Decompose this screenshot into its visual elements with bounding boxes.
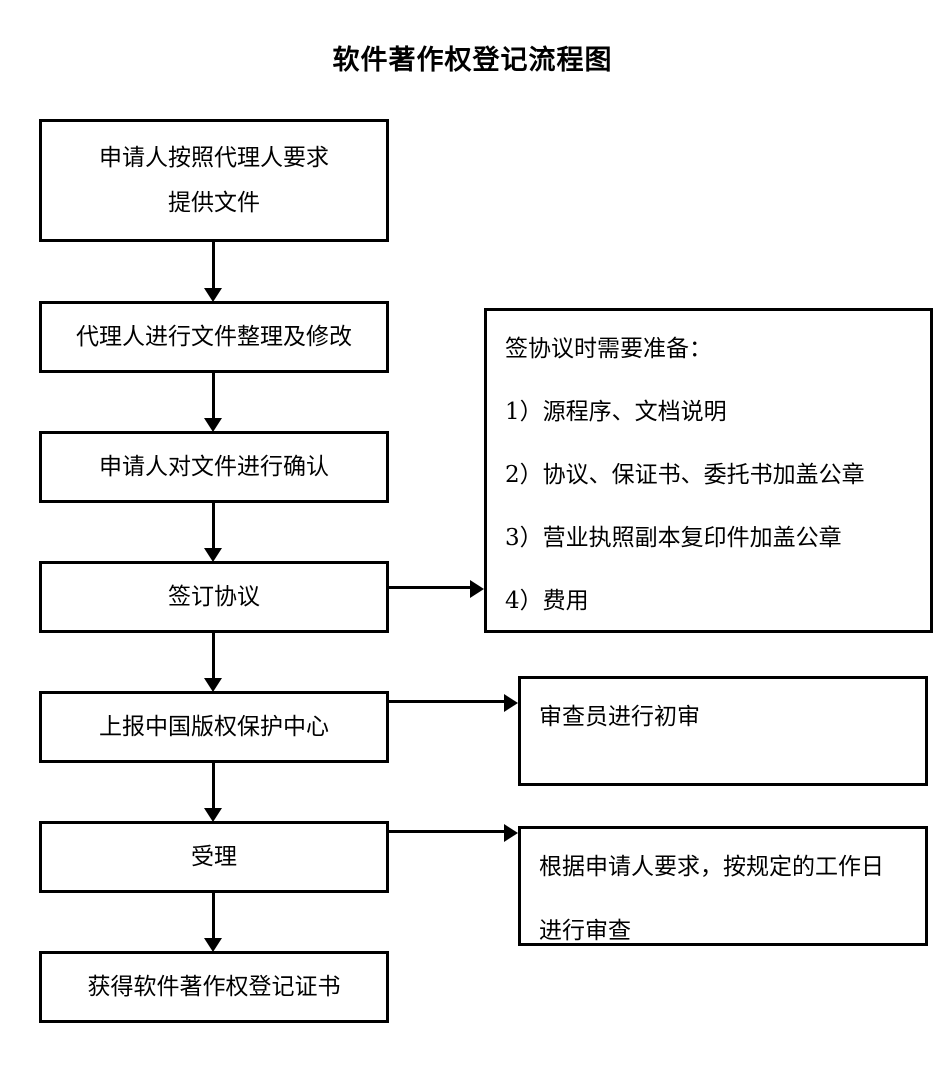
page-title: 软件著作权登记流程图 [332, 45, 613, 76]
connector-line-5 [212, 763, 215, 808]
node-obtain-certificate[interactable]: 获得软件著作权登记证书 [39, 951, 389, 1023]
note-review-schedule-line: 进行审查 [539, 918, 631, 944]
node-agent-organize[interactable]: 代理人进行文件整理及修改 [39, 301, 389, 373]
note-preparation-item: 4）费用 [505, 588, 589, 614]
connector-line-accept-to-schedule [389, 830, 505, 833]
connector-line-sign-to-note [389, 586, 471, 589]
connector-arrowhead-1 [204, 288, 222, 302]
connector-arrowhead-2 [204, 418, 222, 432]
node-label: 代理人进行文件整理及修改 [76, 323, 352, 350]
connector-arrowhead-3 [204, 548, 222, 562]
node-accept[interactable]: 受理 [39, 821, 389, 893]
connector-line-submit-to-review [389, 700, 505, 703]
connector-line-4 [212, 633, 215, 678]
note-preliminary-review-line: 审查员进行初审 [539, 704, 700, 730]
note-preparation-item: 1）源程序、文档说明 [505, 399, 727, 425]
node-label: 上报中国版权保护中心 [99, 713, 329, 740]
node-submit-copyright-center[interactable]: 上报中国版权保护中心 [39, 691, 389, 763]
connector-arrowhead-sign-to-note [470, 580, 484, 598]
node-label: 签订协议 [168, 583, 260, 610]
note-review-schedule-line: 根据申请人要求，按规定的工作日 [539, 854, 884, 880]
note-preparation-heading: 签协议时需要准备： [505, 336, 712, 362]
connector-line-6 [212, 893, 215, 938]
note-preparation-item: 3）营业执照副本复印件加盖公章 [505, 525, 842, 551]
connector-arrowhead-4 [204, 678, 222, 692]
connector-line-3 [212, 503, 215, 548]
node-provide-documents[interactable]: 申请人按照代理人要求 提供文件 [39, 119, 389, 242]
node-label: 申请人对文件进行确认 [99, 453, 329, 480]
note-preparation-item: 2）协议、保证书、委托书加盖公章 [505, 462, 865, 488]
node-sign-agreement[interactable]: 签订协议 [39, 561, 389, 633]
connector-arrowhead-submit-to-review [504, 694, 518, 712]
node-label: 受理 [191, 843, 237, 870]
node-label: 申请人按照代理人要求 提供文件 [99, 144, 329, 216]
note-preparation[interactable]: 签协议时需要准备： 1）源程序、文档说明 2）协议、保证书、委托书加盖公章 3）… [484, 308, 933, 633]
connector-arrowhead-5 [204, 808, 222, 822]
connector-arrowhead-accept-to-schedule [504, 824, 518, 842]
connector-line-1 [212, 242, 215, 288]
node-label: 获得软件著作权登记证书 [87, 973, 341, 1000]
note-preliminary-review[interactable]: 审查员进行初审 [518, 676, 928, 786]
node-applicant-confirm[interactable]: 申请人对文件进行确认 [39, 431, 389, 503]
connector-line-2 [212, 373, 215, 418]
note-review-schedule[interactable]: 根据申请人要求，按规定的工作日 进行审查 [518, 826, 928, 946]
connector-arrowhead-6 [204, 938, 222, 952]
